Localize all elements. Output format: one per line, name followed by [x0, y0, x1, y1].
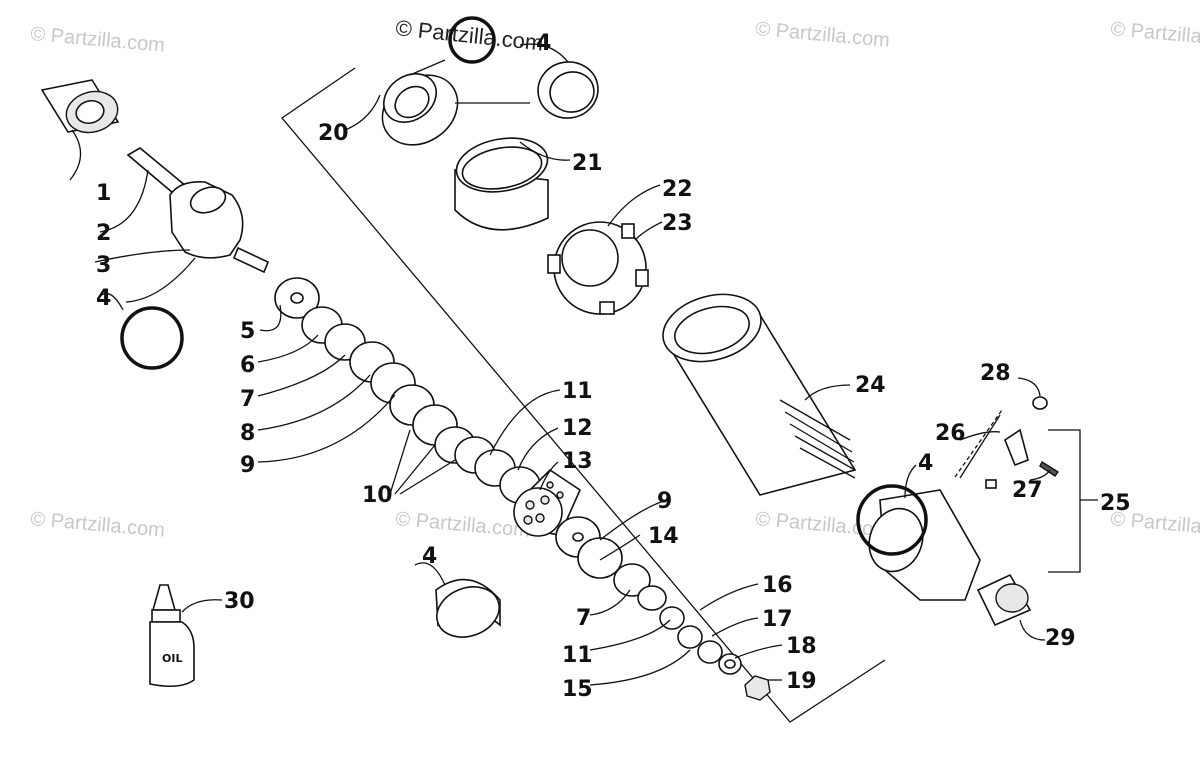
callout-24: 24	[855, 373, 886, 398]
callout-2: 2	[96, 221, 111, 246]
callout-30: 30	[224, 589, 255, 614]
callout-labels: 1 2 3 4 5 6 7 8 9 10 11 12 13 9 14 4 7 1…	[96, 31, 1131, 702]
callout-7-upper: 7	[240, 387, 255, 412]
callout-27: 27	[1012, 478, 1043, 503]
part-29-bushing	[976, 573, 1032, 627]
part-4-band-lower	[435, 578, 501, 638]
part-1-bushing	[40, 79, 120, 134]
assembly-frame	[281, 67, 886, 723]
part-26-27-28-valve	[985, 396, 1060, 489]
callout-7-lower: 7	[576, 606, 591, 631]
callout-17: 17	[762, 607, 793, 632]
washer-stack-upper	[274, 277, 541, 504]
watermark-mid-center: © Partzilla.com	[395, 508, 531, 542]
callout-3: 3	[96, 253, 111, 278]
callout-5: 5	[240, 319, 255, 344]
part-19-nut	[744, 675, 771, 701]
washer-stack-lower	[555, 516, 771, 701]
part-25-reservoir-body	[856, 484, 981, 601]
callout-29: 29	[1045, 626, 1076, 651]
callout-25: 25	[1100, 491, 1131, 516]
part-13-piston	[513, 468, 582, 537]
callout-15: 15	[562, 677, 593, 702]
callout-1: 1	[96, 181, 111, 206]
callout-10: 10	[362, 483, 393, 508]
watermark-mid-left: © Partzilla.com	[30, 508, 166, 542]
callout-4-right: 4	[918, 451, 933, 476]
part-4-o-ring-right	[856, 484, 928, 556]
callout-26: 26	[935, 421, 966, 446]
part-25-bracket	[954, 409, 1098, 573]
callout-9-upper: 9	[240, 453, 255, 478]
callout-4-lower: 4	[422, 544, 437, 569]
watermark-top-left: © Partzilla.com	[30, 23, 166, 57]
callout-19: 19	[786, 669, 817, 694]
callout-8: 8	[240, 421, 255, 446]
callout-11-lower: 11	[562, 643, 593, 668]
callout-16: 16	[762, 573, 793, 598]
watermark-top-right: © Partzilla.com	[755, 18, 891, 52]
callout-4-top: 4	[536, 31, 551, 56]
part-4-band-top	[537, 61, 599, 119]
part-2-3-shaft-eye	[126, 147, 270, 274]
watermark-far-right: © Partzilla.com	[1110, 18, 1200, 52]
callout-12: 12	[562, 416, 593, 441]
watermark-main: © Partzilla.com	[394, 15, 544, 55]
callout-20: 20	[318, 121, 349, 146]
callout-23: 23	[662, 211, 693, 236]
callout-18: 18	[786, 634, 817, 659]
part-22-23-spring-collar	[547, 221, 649, 315]
callout-11-upper: 11	[562, 379, 593, 404]
callout-14: 14	[648, 524, 679, 549]
callout-13: 13	[562, 449, 593, 474]
part-4-o-ring-top	[448, 16, 496, 64]
part-30-oil-bottle	[149, 584, 195, 688]
callout-22: 22	[662, 177, 693, 202]
callout-28: 28	[980, 361, 1011, 386]
callout-4-left: 4	[96, 286, 111, 311]
part-20-seal-head	[381, 73, 459, 146]
callout-21: 21	[572, 151, 603, 176]
part-21-sleeve	[454, 137, 549, 231]
oil-label: OIL	[162, 652, 182, 665]
callout-9-lower: 9	[657, 489, 672, 514]
callout-6: 6	[240, 353, 255, 378]
part-24-body	[662, 293, 857, 496]
leader-lines	[69, 43, 1051, 686]
part-4-o-ring-left	[120, 306, 184, 370]
